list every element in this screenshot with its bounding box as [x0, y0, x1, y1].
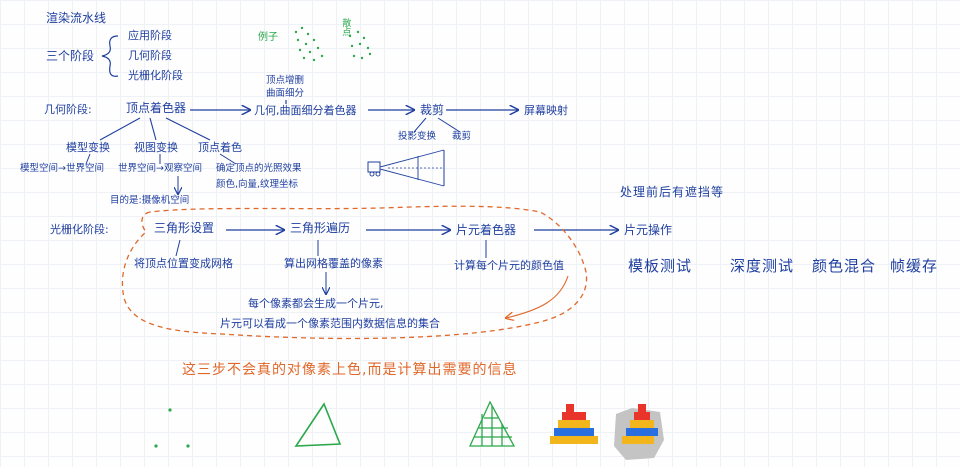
clip-branch-right — [437, 117, 461, 133]
test-depth: 深度测试 — [730, 257, 795, 275]
model-transform-node: 模型变换 — [66, 141, 110, 154]
view-note-text: 目的是:摄像机空间 — [110, 195, 190, 206]
triangle-traversal-node: 三角形遍历 — [290, 221, 351, 235]
green-pattern-label: 散点 — [340, 18, 351, 36]
fragment-ops-note: 处理前后有遮挡等 — [620, 185, 725, 199]
camera-frustum-icon — [367, 149, 445, 187]
world-to-view-text: 世界空间→观察空间 — [118, 163, 202, 174]
lighting-note-2: 颜色,向量,纹理坐标 — [216, 179, 299, 190]
projection-transform-label: 投影变换 — [398, 131, 437, 142]
test-blending: 颜色混合 — [812, 257, 877, 275]
stage-geometry: 几何阶段 — [128, 49, 172, 62]
illustration-grid-triangle — [468, 400, 516, 447]
clip-branch-left — [413, 117, 427, 133]
view-transform-node: 视图变换 — [134, 141, 178, 154]
shader-description: 计算每个片元的颜色值 — [454, 259, 564, 272]
raster-steps-outline — [121, 205, 588, 340]
illustration-vertices — [154, 408, 190, 448]
diagram-title: 渲染流水线 — [46, 11, 107, 25]
tessellation-shader-node: 几何,曲面细分着色器 — [254, 104, 357, 117]
pixel-note-2: 片元可以看成一个像素范围内数据信息的集合 — [220, 317, 440, 330]
raster-stage-label: 光栅化阶段: — [50, 223, 109, 236]
stage-application: 应用阶段 — [128, 29, 172, 42]
lighting-note-1: 确定顶点的光照效果 — [216, 163, 302, 174]
green-dot-patterns — [294, 26, 372, 62]
vertex-shader-node: 顶点着色器 — [126, 101, 187, 115]
tess-note-2: 曲面细分 — [266, 88, 305, 99]
summary-note: 这三步不会真的对像素上色,而是计算出需要的信息 — [182, 362, 518, 378]
illustration-triangle — [294, 402, 342, 447]
stage-rasterization: 光栅化阶段 — [128, 69, 183, 82]
tess-note-1: 顶点增删 — [266, 75, 305, 86]
test-framebuffer: 帧缓存 — [890, 257, 939, 275]
summary-arrow — [506, 275, 569, 318]
setup-description: 将顶点位置变成网格 — [134, 257, 233, 270]
illustration-blended-fragments — [614, 404, 664, 460]
triangle-setup-node: 三角形设置 — [154, 221, 215, 235]
pixel-note-1: 每个像素都会生成一个片元, — [248, 297, 384, 310]
branch-view — [149, 117, 157, 141]
fragment-ops-node: 片元操作 — [624, 223, 673, 237]
traversal-description: 算出网格覆盖的像素 — [284, 257, 383, 270]
geometry-stage-label: 几何阶段: — [44, 103, 92, 116]
branch-coloring — [165, 117, 211, 141]
clip-sub-label: 裁剪 — [452, 131, 472, 142]
screen-mapping-node: 屏幕映射 — [524, 104, 568, 117]
clipping-node: 裁剪 — [420, 103, 445, 117]
test-stencil: 模板测试 — [628, 257, 693, 275]
green-example-label: 例子 — [258, 32, 278, 43]
coloring-down-line — [219, 153, 237, 165]
vertex-coloring-node: 顶点着色 — [198, 141, 242, 154]
stages-brace — [101, 35, 119, 77]
branch-model — [99, 117, 141, 141]
illustration-colored-fragments — [550, 404, 598, 444]
setup-down-line — [175, 239, 181, 257]
stages-label: 三个阶段 — [46, 49, 95, 63]
model-down-line — [85, 153, 91, 165]
model-to-world-text: 模型空间→世界空间 — [20, 163, 104, 174]
fragment-shader-node: 片元着色器 — [456, 223, 517, 237]
